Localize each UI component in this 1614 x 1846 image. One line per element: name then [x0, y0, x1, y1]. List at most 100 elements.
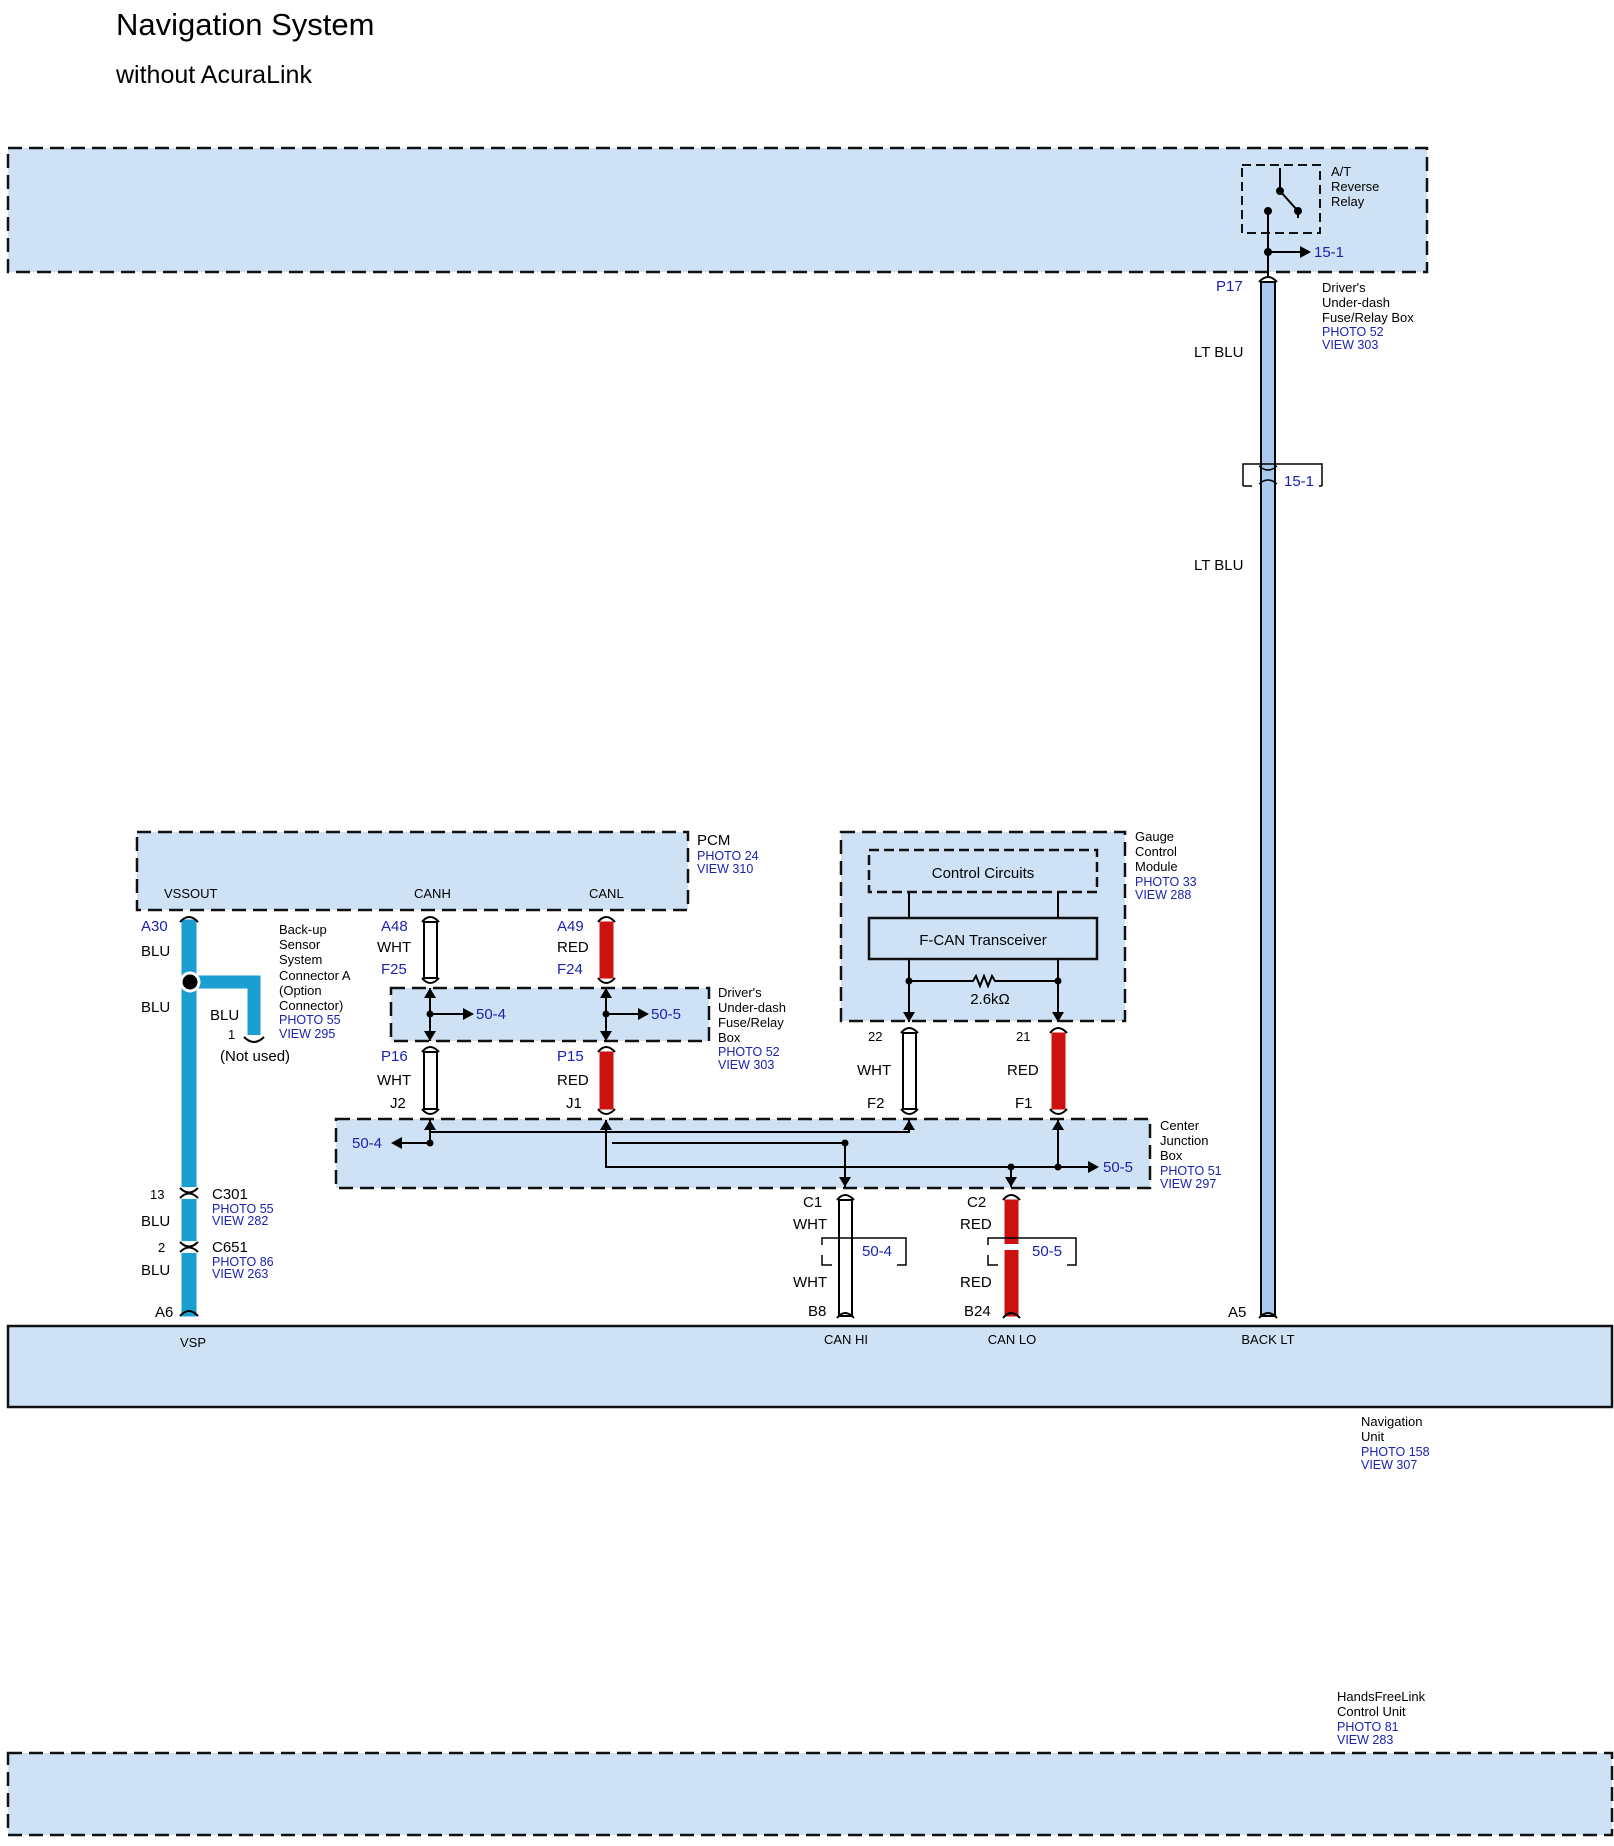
- wire-wht-can-hi: [838, 1199, 853, 1317]
- jb-ref-left: 50-4: [352, 1135, 382, 1152]
- wire-red-can-lo: [1004, 1199, 1019, 1317]
- jb-f1-node: [1054, 1163, 1062, 1171]
- c651-caps: [179, 1241, 199, 1253]
- fuse-mid-ref-left: 50-4: [476, 1006, 506, 1023]
- arrow-down-icon: [1052, 1012, 1064, 1022]
- nav-pin-can-lo: CAN LO: [988, 1332, 1036, 1347]
- jb-name-3: Box: [1160, 1148, 1183, 1163]
- page-title: Navigation System: [116, 7, 374, 42]
- cap-f25: [421, 977, 440, 984]
- fuse-mid-photo: PHOTO 52: [718, 1045, 780, 1059]
- fuse-mid-name-4: Box: [718, 1030, 741, 1045]
- pcm-view: VIEW 310: [697, 862, 753, 876]
- hfl-photo: PHOTO 81: [1337, 1720, 1399, 1734]
- splice-bracket-top: [1242, 463, 1323, 486]
- jb-name-2: Junction: [1160, 1133, 1208, 1148]
- cap-p15: [597, 1046, 616, 1053]
- can-hi-wht-1: WHT: [793, 1216, 827, 1233]
- fuse-top-name-2: Under-dash: [1322, 295, 1390, 310]
- handsfreelink-box: [6, 1751, 1614, 1837]
- gauge-pin-21: 21: [1016, 1029, 1030, 1044]
- c301-pin: 13: [150, 1187, 164, 1202]
- pcm-name: PCM: [697, 832, 730, 849]
- pin-f25: F25: [381, 961, 407, 978]
- cap-f1: [1049, 1108, 1068, 1115]
- c651-photo: PHOTO 86: [212, 1255, 274, 1269]
- pcm-pin-canh: CANH: [414, 886, 451, 901]
- splice-ref: 15-1: [1284, 473, 1314, 490]
- arrow-down-icon: [424, 1031, 436, 1041]
- gauge-conn-f2: F2: [867, 1095, 885, 1112]
- backup-name-2: Sensor: [279, 937, 321, 952]
- wire-color-red-1: RED: [557, 939, 589, 956]
- wire-color-lt-blu-1: LT BLU: [1194, 344, 1243, 361]
- can-lo-splice-gap: [1003, 1244, 1020, 1250]
- pin-j2: J2: [390, 1095, 406, 1112]
- fuse-relay-box-top: [6, 146, 1429, 274]
- c651-name: C651: [212, 1239, 248, 1256]
- arrow-down-icon: [903, 1012, 915, 1022]
- cap-f2: [900, 1108, 919, 1115]
- cap-b24: [1002, 1312, 1021, 1319]
- resistor-symbol: [909, 973, 1058, 989]
- pcm-pin-vssout: VSSOUT: [164, 886, 218, 901]
- fuse-top-name-3: Fuse/Relay Box: [1322, 310, 1414, 325]
- f-can-transceiver-label: F-CAN Transceiver: [919, 932, 1047, 949]
- pin-a49: A49: [557, 918, 584, 935]
- c651-view: VIEW 263: [212, 1267, 268, 1281]
- arrow-up-icon: [1052, 1120, 1064, 1130]
- wire-red-gauge: [1051, 1032, 1066, 1110]
- center-junction-box: [334, 1117, 1152, 1190]
- backup-view: VIEW 295: [279, 1027, 335, 1041]
- can-hi-wht-2: WHT: [793, 1274, 827, 1291]
- pin-p17: P17: [1216, 278, 1243, 295]
- cap-22: [900, 1027, 919, 1034]
- cap-c2: [1002, 1194, 1021, 1201]
- reverse-relay: [1241, 164, 1321, 234]
- arrow-right-icon: [1088, 1161, 1099, 1173]
- pcm-photo: PHOTO 24: [697, 849, 759, 863]
- arrow-left-icon: [391, 1137, 402, 1149]
- gauge-name-3: Module: [1135, 859, 1178, 874]
- can-hi-ref-bg: [860, 1240, 898, 1260]
- jb-photo: PHOTO 51: [1160, 1164, 1222, 1178]
- nav-pin-back-lt: BACK LT: [1241, 1332, 1294, 1347]
- cap-b8: [836, 1312, 855, 1319]
- arrow-down-icon: [839, 1177, 851, 1187]
- cap-j2: [421, 1108, 440, 1115]
- backup-name-3: System: [279, 952, 322, 967]
- nav-pin-vsp: VSP: [180, 1335, 206, 1350]
- arrow-right-icon: [463, 1008, 474, 1020]
- relay-ref: 15-1: [1314, 244, 1344, 261]
- pin-b8: B8: [808, 1303, 826, 1320]
- backup-wire-color: BLU: [210, 1007, 239, 1024]
- cap-j1: [597, 1108, 616, 1115]
- jb-canl-path: [605, 1120, 1090, 1168]
- pin-c1: C1: [803, 1194, 822, 1211]
- pcm-box: [135, 830, 690, 912]
- gauge-conn-f1: F1: [1015, 1095, 1033, 1112]
- jb-c1-node: [841, 1139, 849, 1147]
- backup-photo: PHOTO 55: [279, 1013, 341, 1027]
- gauge-pin-22: 22: [868, 1029, 882, 1044]
- wire-wht-gauge: [902, 1032, 917, 1110]
- pin-f24: F24: [557, 961, 583, 978]
- page-subtitle: without AcuraLink: [115, 61, 312, 89]
- pin-j1: J1: [566, 1095, 582, 1112]
- wire-color-lt-blu-2: LT BLU: [1194, 557, 1243, 574]
- hfl-name-2: Control Unit: [1337, 1704, 1406, 1719]
- connector-cap-a5: [1258, 1312, 1278, 1319]
- c301-caps: [179, 1187, 199, 1199]
- cap-p16: [421, 1046, 440, 1053]
- pin-a48: A48: [381, 918, 408, 935]
- wire-wht-canh-1: [423, 921, 438, 979]
- c651-pin: 2: [158, 1240, 165, 1255]
- wire-blu-vss: [181, 919, 197, 1317]
- c301-photo: PHOTO 55: [212, 1202, 274, 1216]
- wire-red-canl-2: [599, 1051, 614, 1110]
- can-lo-ref-bg: [1030, 1240, 1068, 1260]
- wire-color-blu-2: BLU: [141, 999, 170, 1016]
- arrow-up-icon: [424, 1120, 436, 1130]
- can-lo-splice-bracket: [987, 1237, 1077, 1266]
